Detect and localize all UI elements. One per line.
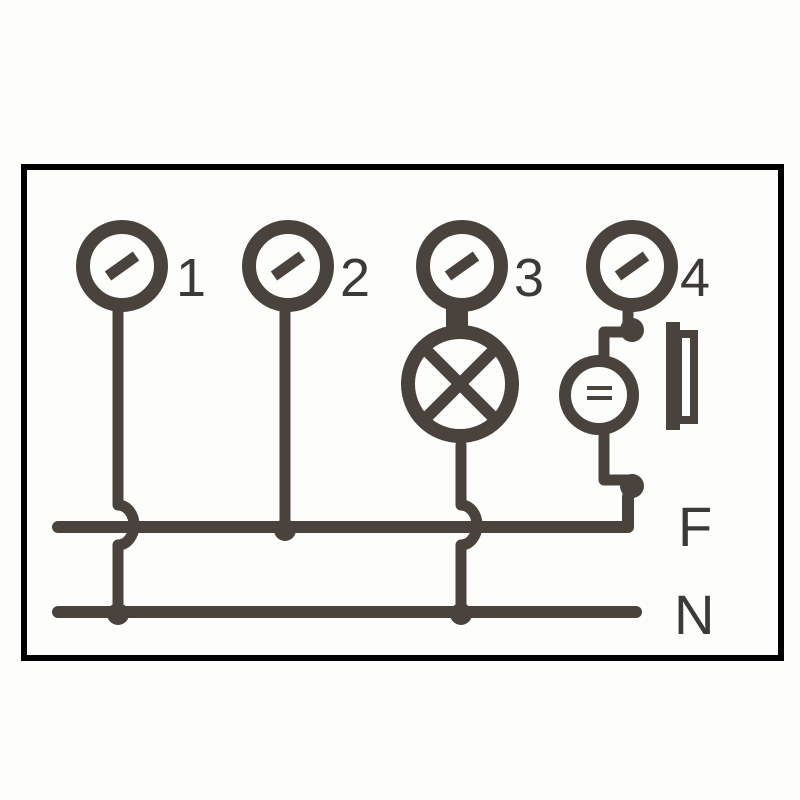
terminal-1-wire xyxy=(112,294,140,618)
terminal-1-label: 1 xyxy=(176,248,206,308)
f-bus-line xyxy=(52,491,634,533)
terminal-4-wire xyxy=(598,294,634,366)
terminal-4: 4 xyxy=(586,220,710,312)
terminal-4-label: 4 xyxy=(680,248,710,308)
contact-inner-rect xyxy=(674,330,698,424)
terminal-1: 1 xyxy=(76,220,206,312)
terminal-3-label: 3 xyxy=(514,248,544,308)
junction-dot xyxy=(274,519,296,541)
junction-dot xyxy=(107,603,129,625)
junction-dot xyxy=(620,474,644,498)
lamp xyxy=(401,325,519,443)
junction-dot xyxy=(450,603,472,625)
f-bus-label: F xyxy=(678,495,712,558)
terminal-3: 3 xyxy=(416,220,544,312)
terminal-2-label: 2 xyxy=(340,248,370,308)
lamp-wire xyxy=(455,439,483,618)
equals-circle-icon xyxy=(559,355,639,435)
terminal-2: 2 xyxy=(242,220,370,312)
n-bus-label: N xyxy=(674,583,714,646)
contact-symbol xyxy=(666,322,698,430)
diagram-frame xyxy=(21,164,784,661)
junction-dot xyxy=(620,318,644,342)
dc-supply xyxy=(559,355,639,435)
